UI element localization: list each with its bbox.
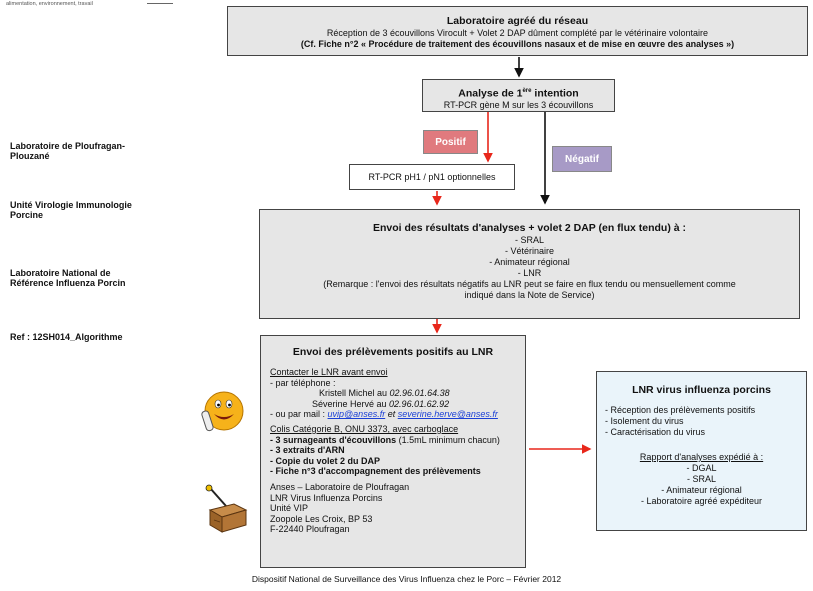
box-lnr-virus-influenza: LNR virus influenza porcins - Réception … <box>596 371 807 531</box>
lnr-item: - Isolement du virus <box>605 416 684 426</box>
colis-head: Colis Catégorie B, ONU 3373, avec carbog… <box>270 423 459 434</box>
package-box-icon <box>205 484 248 533</box>
addr-line: Anses – Laboratoire de Ploufragan <box>270 481 410 492</box>
footer-text: Dispositif National de Surveillance des … <box>251 574 562 584</box>
envoi-item-lnr: - LNR <box>517 268 542 278</box>
lnr-item: - Caractérisation du virus <box>605 427 706 437</box>
box-envoi-prelevements: Envoi des prélèvements positifs au LNR C… <box>260 335 526 568</box>
header-tagline: alimentation, environnement, travail <box>6 1 93 7</box>
phone-smiley-icon <box>201 391 244 432</box>
sidebar-ref: Ref : 12SH014_Algorithme <box>10 332 123 342</box>
box-envoi-resultats: Envoi des résultats d'analyses + volet 2… <box>259 209 800 319</box>
addr-line: Zoopole Les Croix, BP 53 <box>270 513 373 524</box>
addr-line: LNR Virus Influenza Porcins <box>270 492 383 503</box>
envoi-item-animateur: - Animateur régional <box>489 257 570 267</box>
envoi-item-veterinaire: - Vétérinaire <box>504 246 555 256</box>
box-laboratoire-agree: Laboratoire agréé du réseau Réception de… <box>227 6 808 56</box>
box-analyse-1ere-intention: Analyse de 1ère intention RT-PCR gène M … <box>422 79 615 112</box>
lnr-item: - Réception des prélèvements positifs <box>605 405 756 415</box>
mail-link-severine[interactable]: severine.herve@anses.fr <box>397 409 498 420</box>
envoi-item-sral: - SRAL <box>514 235 544 245</box>
sidebar-lab-ploufragan: Laboratoire de Ploufragan-Plouzané <box>10 141 126 161</box>
badge-negatif: Négatif <box>552 146 612 172</box>
header-divider <box>147 3 173 4</box>
addr-line: Unité VIP <box>270 503 309 514</box>
mail-link-uvip[interactable]: uvip@anses.fr <box>327 409 386 420</box>
contact-head: Contacter le LNR avant envoi <box>270 367 388 377</box>
badge-positif: Positif <box>423 130 478 154</box>
addr-line: F-22440 Ploufragan <box>270 524 350 535</box>
rapport-head: Rapport d'analyses expédié à : <box>639 452 764 462</box>
box-rtpcr-optionnelles: RT-PCR pH1 / pN1 optionnelles <box>349 164 515 190</box>
